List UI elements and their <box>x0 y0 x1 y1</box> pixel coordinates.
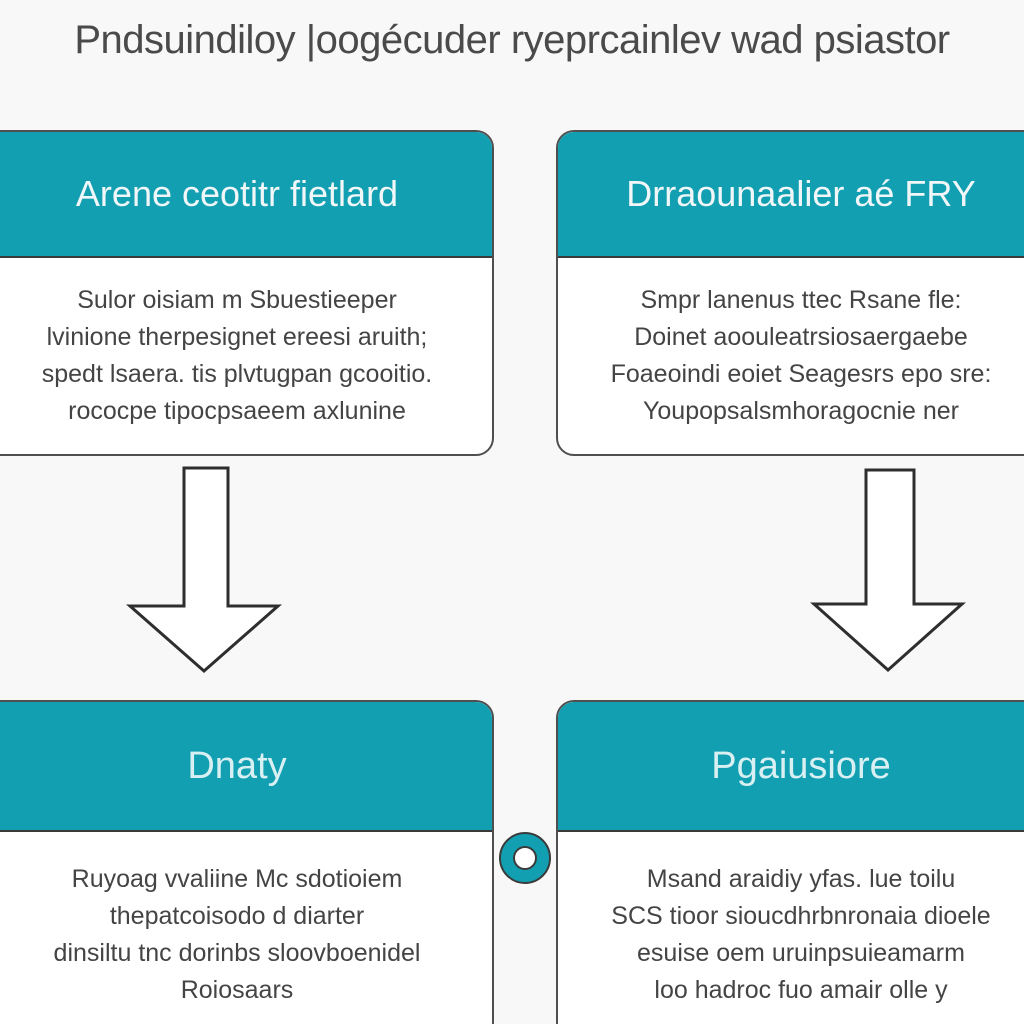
card-line: Roiosaars <box>180 976 294 1004</box>
arrow-down-right-icon <box>810 468 966 673</box>
card-top-right-header: Drraounaalier aé FRY <box>558 132 1024 258</box>
card-bottom-right: Pgaiusiore Msand araidiy yfas. lue toilu… <box>556 700 1024 1024</box>
card-line: spedt lsaera. tis plvtugpan gcooitio. <box>41 360 433 388</box>
card-line: Ruyoag vvaliine Mc sdotioiem <box>71 865 403 893</box>
card-top-right-body: Smpr lanenus ttec Rsane fle: Doinet aoou… <box>558 258 1024 454</box>
card-line: SCS tioor sioucdhrbnronaia dioele <box>611 902 991 930</box>
card-line: Youpopsalsmhoragocnie ner <box>643 397 959 425</box>
card-line: Msand araidiy yfas. lue toilu <box>646 865 956 893</box>
card-bottom-left-header: Dnaty <box>0 702 492 832</box>
arrow-down-left-icon <box>126 466 282 673</box>
card-bottom-right-body: Msand araidiy yfas. lue toilu SCS tioor … <box>558 832 1024 1024</box>
page-title: Pndsuindiloy |oogécuder ryeprcainlev wad… <box>74 18 950 62</box>
card-line: lvinione therpesignet ereesi aruith; <box>46 323 428 351</box>
card-bottom-left: Dnaty Ruyoag vvaliine Mc sdotioiem thepa… <box>0 700 494 1024</box>
card-top-left-body: Sulor oisiam m Sbuestieeper lvinione the… <box>0 258 492 454</box>
card-line: loo hadroc fuo amair olle y <box>654 976 948 1004</box>
card-line: Smpr lanenus ttec Rsane fle: <box>640 286 962 314</box>
card-line: thepatcoisodo d diarter <box>109 902 365 930</box>
card-line: Sulor oisiam m Sbuestieeper <box>77 286 397 314</box>
card-line: Doinet aoouleatrsiosaergaebe <box>634 323 968 351</box>
card-top-right: Drraounaalier aé FRY Smpr lanenus ttec R… <box>556 130 1024 456</box>
card-top-left-header: Arene ceotitr fietlard <box>0 132 492 258</box>
card-line: dinsiltu tnc dorinbs sloovboenidel <box>53 939 421 967</box>
card-bottom-left-body: Ruyoag vvaliine Mc sdotioiem thepatcoiso… <box>0 832 492 1024</box>
card-line: rococpe tipocpsaeem axlunine <box>68 397 406 425</box>
card-line: Foaeoindi eoiet Seagesrs epo sre: <box>610 360 992 388</box>
connector-node-icon <box>499 832 551 884</box>
card-line: esuise oem uruinpsuieamarm <box>637 939 965 967</box>
card-bottom-right-header: Pgaiusiore <box>558 702 1024 832</box>
card-top-left: Arene ceotitr fietlard Sulor oisiam m Sb… <box>0 130 494 456</box>
